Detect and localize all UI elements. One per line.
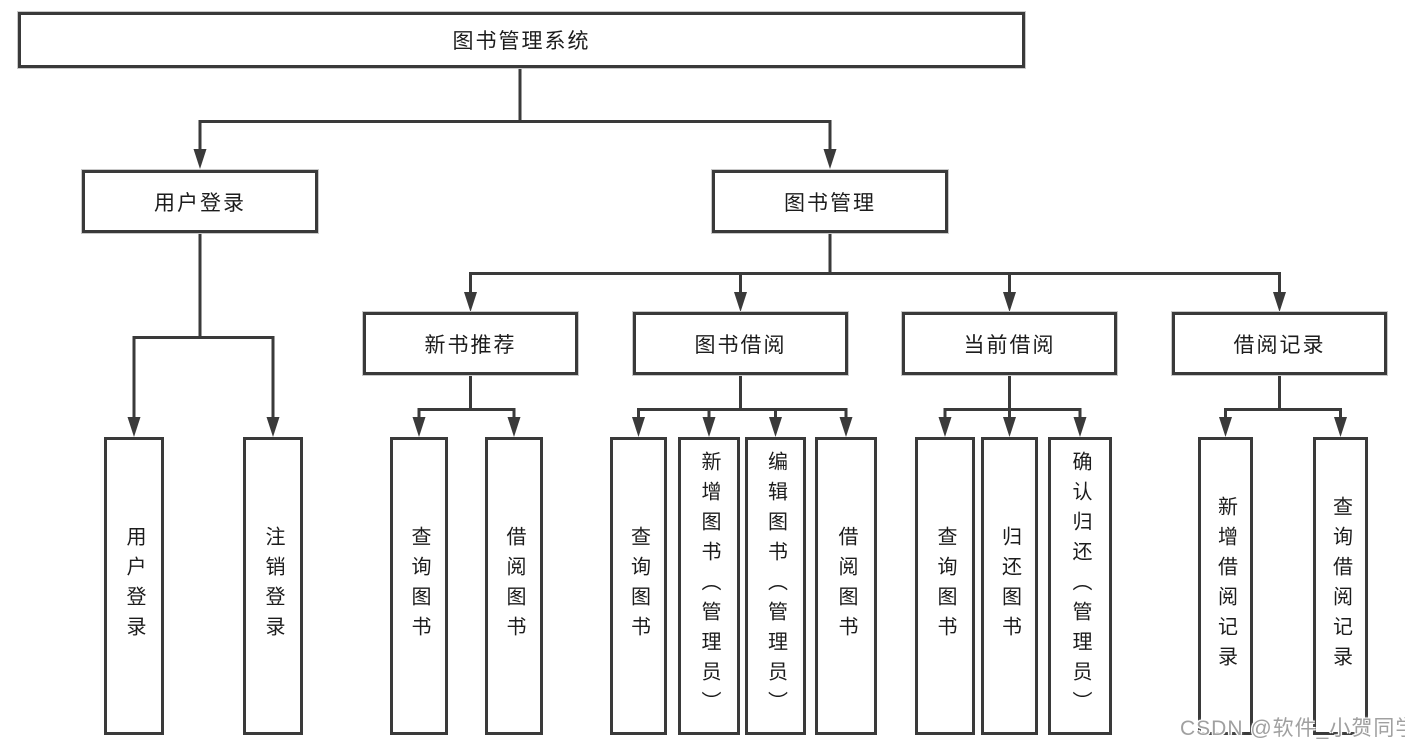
arrow-down-icon: [1273, 292, 1286, 312]
node-user-login-label: 用户登录: [154, 191, 246, 215]
leaf-add-borrow-record: 新增借阅记录: [1198, 437, 1253, 735]
arrow-down-icon: [702, 417, 716, 437]
arrow-down-icon: [507, 417, 521, 437]
leaf-query-borrow-record: 查询借阅记录: [1313, 437, 1368, 735]
node-book-borrow: 图书借阅: [633, 312, 848, 375]
arrow-down-icon: [127, 417, 141, 437]
arrow-down-icon: [412, 417, 426, 437]
arrow-down-icon: [734, 292, 747, 312]
node-current-borrow-label: 当前借阅: [963, 333, 1056, 357]
arrow-down-icon: [632, 417, 645, 437]
leaf-return-book: 归还图书: [981, 437, 1038, 735]
arrow-down-icon: [769, 417, 782, 437]
leaf-borrow-book-1: 借阅图书: [485, 437, 543, 735]
leaf-label: 查询图书: [627, 526, 650, 646]
leaf-query-book-3: 查询图书: [915, 437, 975, 735]
leaf-label: 查询图书: [934, 526, 956, 646]
leaf-label: 归还图书: [998, 526, 1021, 646]
leaf-label: 借阅图书: [835, 526, 857, 646]
leaf-user-login: 用户登录: [104, 437, 164, 735]
arrow-down-icon: [938, 417, 952, 437]
node-book-management-label: 图书管理: [784, 191, 876, 215]
leaf-label: 借阅图书: [503, 526, 525, 646]
arrow-down-icon: [839, 417, 853, 437]
node-new-book-recommend: 新书推荐: [363, 312, 578, 375]
leaf-label: 编辑图书（管理员）: [764, 451, 787, 721]
leaf-query-book-1: 查询图书: [390, 437, 448, 735]
arrow-down-icon: [193, 149, 207, 169]
arrow-down-icon: [1334, 417, 1347, 437]
arrow-down-icon: [1219, 417, 1232, 437]
arrow-down-icon: [464, 292, 477, 312]
leaf-label: 查询借阅记录: [1329, 496, 1352, 676]
leaf-logout: 注销登录: [243, 437, 303, 735]
leaf-add-book-admin: 新增图书（管理员）: [678, 437, 740, 735]
arrow-down-icon: [1003, 292, 1016, 312]
leaf-edit-book-admin: 编辑图书（管理员）: [745, 437, 806, 735]
leaf-label: 新增图书（管理员）: [698, 451, 720, 721]
node-borrow-records-label: 借阅记录: [1233, 333, 1326, 357]
leaf-label: 注销登录: [262, 526, 284, 646]
node-root-label: 图书管理系统: [452, 30, 591, 53]
leaf-query-book-2: 查询图书: [610, 437, 667, 735]
leaf-label: 新增借阅记录: [1214, 496, 1237, 676]
node-book-management: 图书管理: [712, 170, 948, 233]
leaf-label: 查询图书: [408, 526, 430, 646]
arrow-down-icon: [1003, 417, 1016, 437]
leaf-borrow-book-2: 借阅图书: [815, 437, 877, 735]
leaf-confirm-return-admin: 确认归还（管理员）: [1048, 437, 1112, 735]
node-borrow-records: 借阅记录: [1172, 312, 1387, 375]
arrow-down-icon: [266, 417, 280, 437]
node-current-borrow: 当前借阅: [902, 312, 1117, 375]
csdn-watermark: CSDN @软件_小贺同学: [1180, 717, 1405, 740]
arrowheads: [127, 149, 1347, 437]
node-new-book-recommend-label: 新书推荐: [424, 333, 517, 357]
leaf-label: 确认归还（管理员）: [1069, 451, 1091, 721]
node-user-login: 用户登录: [82, 170, 318, 233]
leaf-label: 用户登录: [123, 526, 145, 646]
node-book-borrow-label: 图书借阅: [694, 333, 787, 357]
arrow-down-icon: [823, 149, 837, 169]
node-root: 图书管理系统: [18, 12, 1025, 68]
arrow-down-icon: [1073, 417, 1087, 437]
